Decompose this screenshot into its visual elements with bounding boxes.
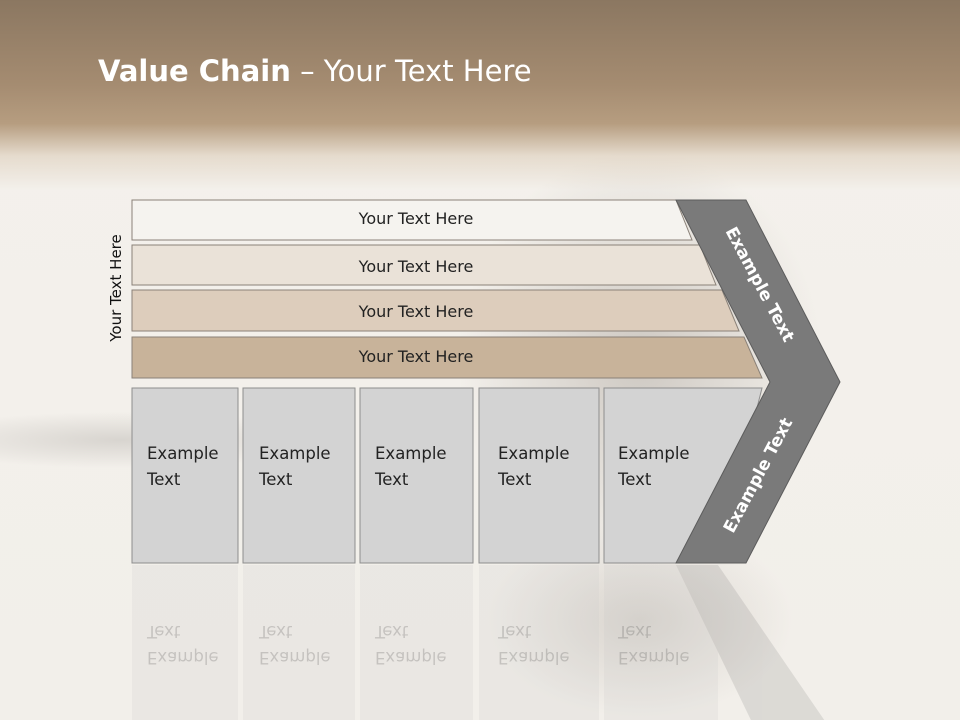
box-2-line2: Text <box>258 470 293 489</box>
title-rest: – Your Text Here <box>290 54 532 88</box>
reflection-label: Example <box>498 648 570 667</box>
reflection-label: Example <box>618 648 690 667</box>
reflection-label: Example <box>375 648 447 667</box>
box-4-line1: Example <box>498 444 570 463</box>
reflection-label: Text <box>374 622 409 641</box>
activity-box-1 <box>131 387 239 564</box>
reflection-label: Text <box>146 622 181 641</box>
bar-1 <box>131 199 693 241</box>
box-1-line2: Text <box>146 470 181 489</box>
box-5-line1: Example <box>618 444 690 463</box>
box-3-line1: Example <box>375 444 447 463</box>
slide-title: Value Chain – Your Text Here <box>98 54 532 88</box>
bar-4-label: Your Text Here <box>358 347 474 366</box>
box-3-line2: Text <box>374 470 409 489</box>
bar-3-label: Your Text Here <box>358 302 474 321</box>
box-2-line1: Example <box>259 444 331 463</box>
reflection-label: Text <box>617 622 652 641</box>
reflection-label: Example <box>147 648 219 667</box>
margin-chevron <box>675 199 841 564</box>
bar-2-label: Your Text Here <box>358 257 474 276</box>
bar-3 <box>131 289 740 332</box>
bar-1-label: Your Text Here <box>358 209 474 228</box>
reflection-text: Example Example Example Example Example … <box>146 622 690 667</box>
bar-4 <box>131 336 763 379</box>
box-4-line2: Text <box>497 470 532 489</box>
reflection <box>132 565 825 720</box>
box-1-line1: Example <box>147 444 219 463</box>
activity-box-2 <box>242 387 356 564</box>
activity-box-4 <box>478 387 600 564</box>
bar-2 <box>131 244 717 286</box>
reflection-label: Text <box>497 622 532 641</box>
reflection-label: Text <box>258 622 293 641</box>
reflection-label: Example <box>259 648 331 667</box>
header-band <box>0 0 960 190</box>
activity-box-3 <box>359 387 474 564</box>
title-bold: Value Chain <box>98 54 291 88</box>
box-5-line2: Text <box>617 470 652 489</box>
